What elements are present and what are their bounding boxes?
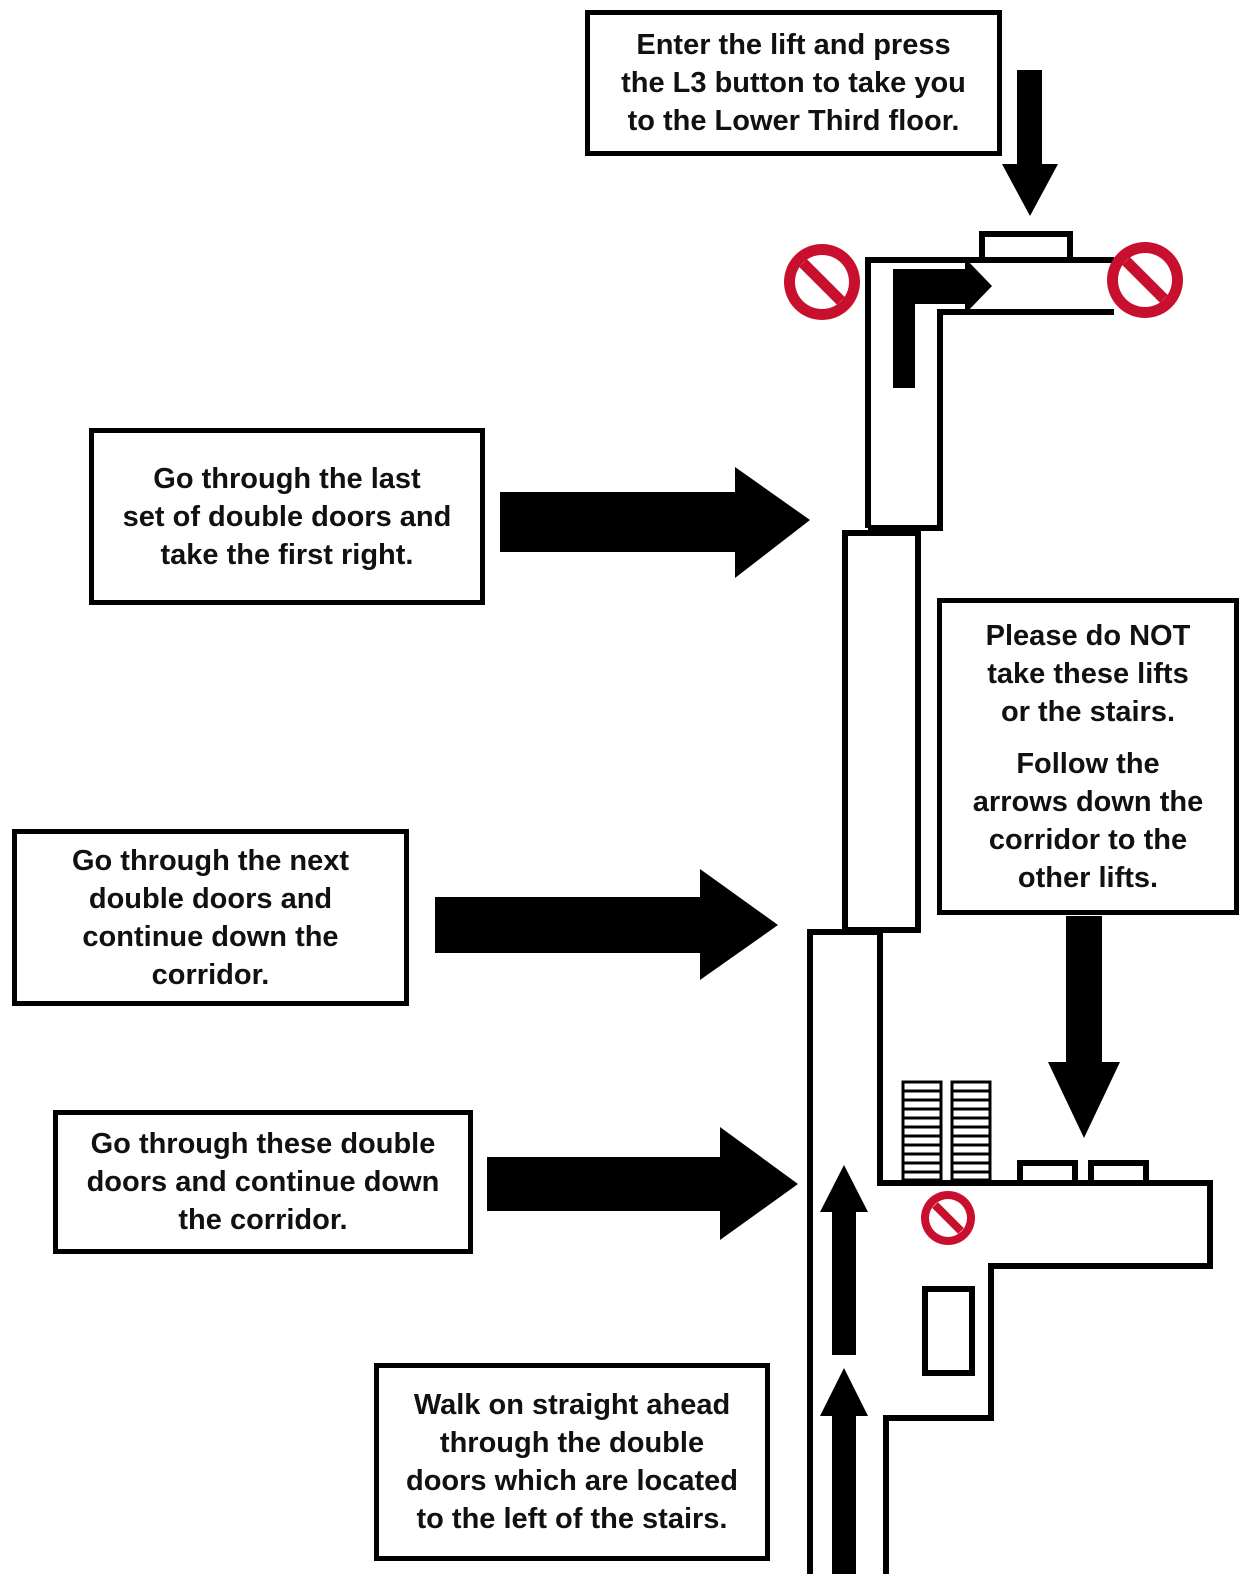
instruction-line: corridor. [151, 958, 270, 991]
arrow-icon-follow-down [1048, 916, 1120, 1138]
instruction-line: double doors and [88, 882, 333, 915]
instruction-next-double-doors: Go through the next double doors and con… [12, 829, 409, 1006]
instruction-walk-ahead: Walk on straight ahead through the doubl… [374, 1363, 770, 1561]
instruction-line: Go through these double [90, 1128, 436, 1160]
arrow-icon-these-doors [487, 1127, 798, 1240]
arrow-icon-last-doors [500, 467, 810, 578]
instruction-line: the corridor. [178, 1204, 348, 1236]
lift-lower-right [1088, 1160, 1149, 1186]
no-entry-icon [921, 1191, 975, 1245]
instruction-line: continue down the [82, 920, 339, 953]
instruction-line: the L3 button to take you [621, 67, 966, 99]
no-entry-icon [784, 244, 860, 320]
instruction-line: through the double [439, 1427, 705, 1459]
instruction-line: Walk on straight ahead [413, 1389, 731, 1421]
instruction-line: to the Lower Third floor. [627, 105, 960, 137]
warning-line: Please do NOT [985, 619, 1191, 652]
arrow-icon-lift-down [1002, 70, 1058, 216]
follow-line: other lifts. [1017, 861, 1159, 894]
corridor-lower-section [807, 929, 1213, 1574]
arrow-icon-turn-right [893, 258, 992, 388]
arrow-icon-up-upper [820, 1165, 868, 1355]
instruction-lift-top: Enter the lift and press the L3 button t… [585, 10, 1002, 156]
corridor-mid-section [842, 530, 921, 933]
instruction-do-not-take-lifts: Please do NOT take these lifts or the st… [937, 598, 1239, 915]
instruction-line: Go through the last [153, 462, 421, 495]
arrow-icon-up-lower [820, 1368, 868, 1574]
follow-line: arrows down the [972, 785, 1204, 818]
follow-line: corridor to the [988, 823, 1188, 856]
no-entry-icon [1107, 242, 1183, 318]
warning-line: or the stairs. [1000, 695, 1176, 728]
instruction-line: Go through the next [71, 844, 350, 877]
stairs-flight [901, 1080, 943, 1182]
stairs-icon [901, 1080, 992, 1182]
lift-lower-left [1017, 1160, 1078, 1186]
instruction-line: to the left of the stairs. [416, 1503, 728, 1535]
follow-line: Follow the [1016, 747, 1160, 780]
instruction-line: doors which are located [406, 1465, 738, 1497]
lift-top [979, 231, 1073, 263]
instruction-line: set of double doors and [122, 500, 452, 533]
stairs-flight [950, 1080, 992, 1182]
instruction-last-double-doors: Go through the last set of double doors … [89, 428, 485, 605]
instruction-these-double-doors: Go through these double doors and contin… [53, 1110, 473, 1254]
instruction-line: Enter the lift and press [636, 29, 951, 61]
arrow-icon-next-doors [435, 869, 778, 980]
warning-line: take these lifts [987, 657, 1189, 690]
instruction-line: take the first right. [160, 538, 414, 571]
corridor-room [922, 1286, 975, 1376]
instruction-line: doors and continue down [86, 1166, 440, 1198]
